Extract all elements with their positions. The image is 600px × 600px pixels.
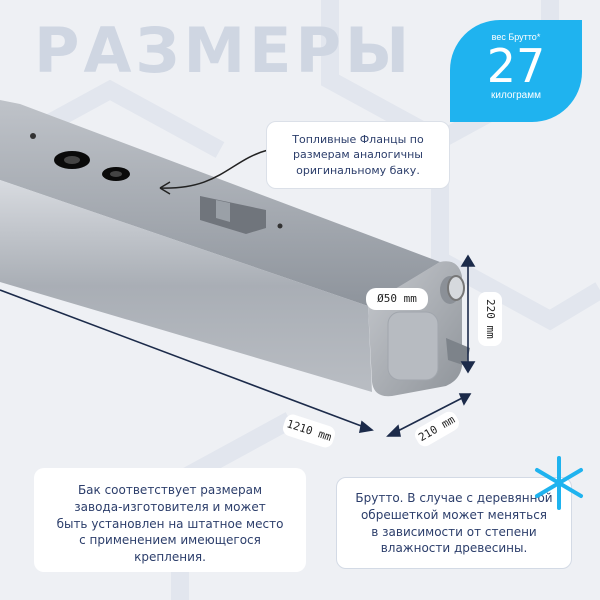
gross-weight-badge: вес Брутто* 27 килограмм: [450, 20, 582, 122]
callout-factory-fit: Бак соответствует размерам завода-изгото…: [34, 468, 306, 572]
callout-gross-note: Брутто. В случае с деревянной обрешеткой…: [336, 477, 572, 569]
callout-flanges-line: размерам аналогичны: [293, 148, 423, 162]
asterisk-icon: [535, 456, 583, 510]
callout-flanges: Топливные Фланцы по размерам аналогичны …: [266, 121, 450, 189]
callout-factory-line: Бак соответствует размерам: [77, 483, 263, 497]
tank-side-face: [0, 180, 372, 392]
weight-value: 27: [486, 39, 546, 93]
callout-gross-line: обрешеткой может меняться: [360, 507, 548, 522]
callout-factory-line: с применением имеющегося: [79, 533, 261, 548]
callout-flanges-line: Топливные Фланцы по: [292, 133, 424, 146]
callout-flanges-line: оригинальному баку.: [296, 163, 420, 177]
weight-top-label: вес Брутто*: [491, 32, 541, 42]
callout-gross-line: в зависимости от степени: [371, 524, 537, 539]
callout-factory-line: завода-изготовителя и может: [74, 499, 266, 514]
callout-factory-line: крепления.: [134, 550, 206, 565]
callout-factory-line: быть установлен на штатное место: [56, 516, 284, 531]
dimension-diameter: Ø50 mm: [366, 288, 428, 310]
callout-gross-line: Брутто. В случае с деревянной: [355, 491, 553, 505]
dimension-height: 220 mm: [478, 292, 502, 346]
callout-gross-line: влажности древесины.: [380, 541, 528, 556]
weight-unit: килограмм: [491, 90, 541, 101]
page-title: РАЗМЕРЫ: [34, 14, 414, 87]
